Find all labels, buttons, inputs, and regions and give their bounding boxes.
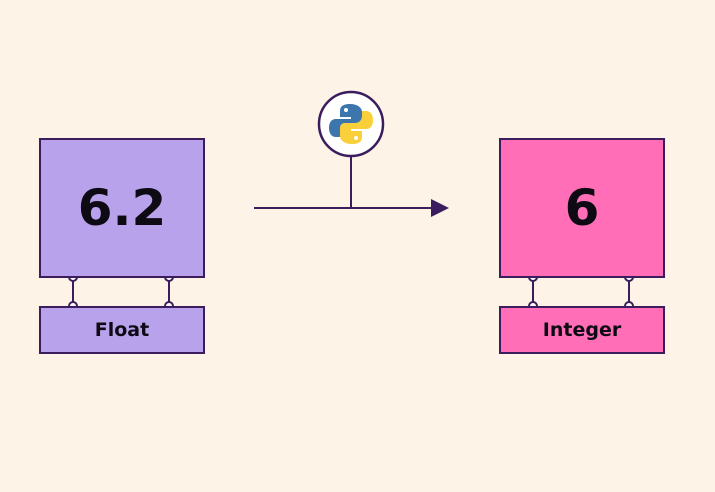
float-connectors [68,272,174,311]
integer-value: 6 [564,179,600,237]
conversion-arrow [254,156,449,217]
float-value-box: 6.2 [39,138,205,278]
integer-type-box: Integer [499,306,665,354]
integer-type-label: Integer [542,319,622,341]
integer-connectors [528,272,634,311]
float-value: 6.2 [77,179,167,237]
integer-value-box: 6 [499,138,665,278]
python-logo-icon [317,90,385,158]
float-type-box: Float [39,306,205,354]
float-type-label: Float [94,319,150,341]
